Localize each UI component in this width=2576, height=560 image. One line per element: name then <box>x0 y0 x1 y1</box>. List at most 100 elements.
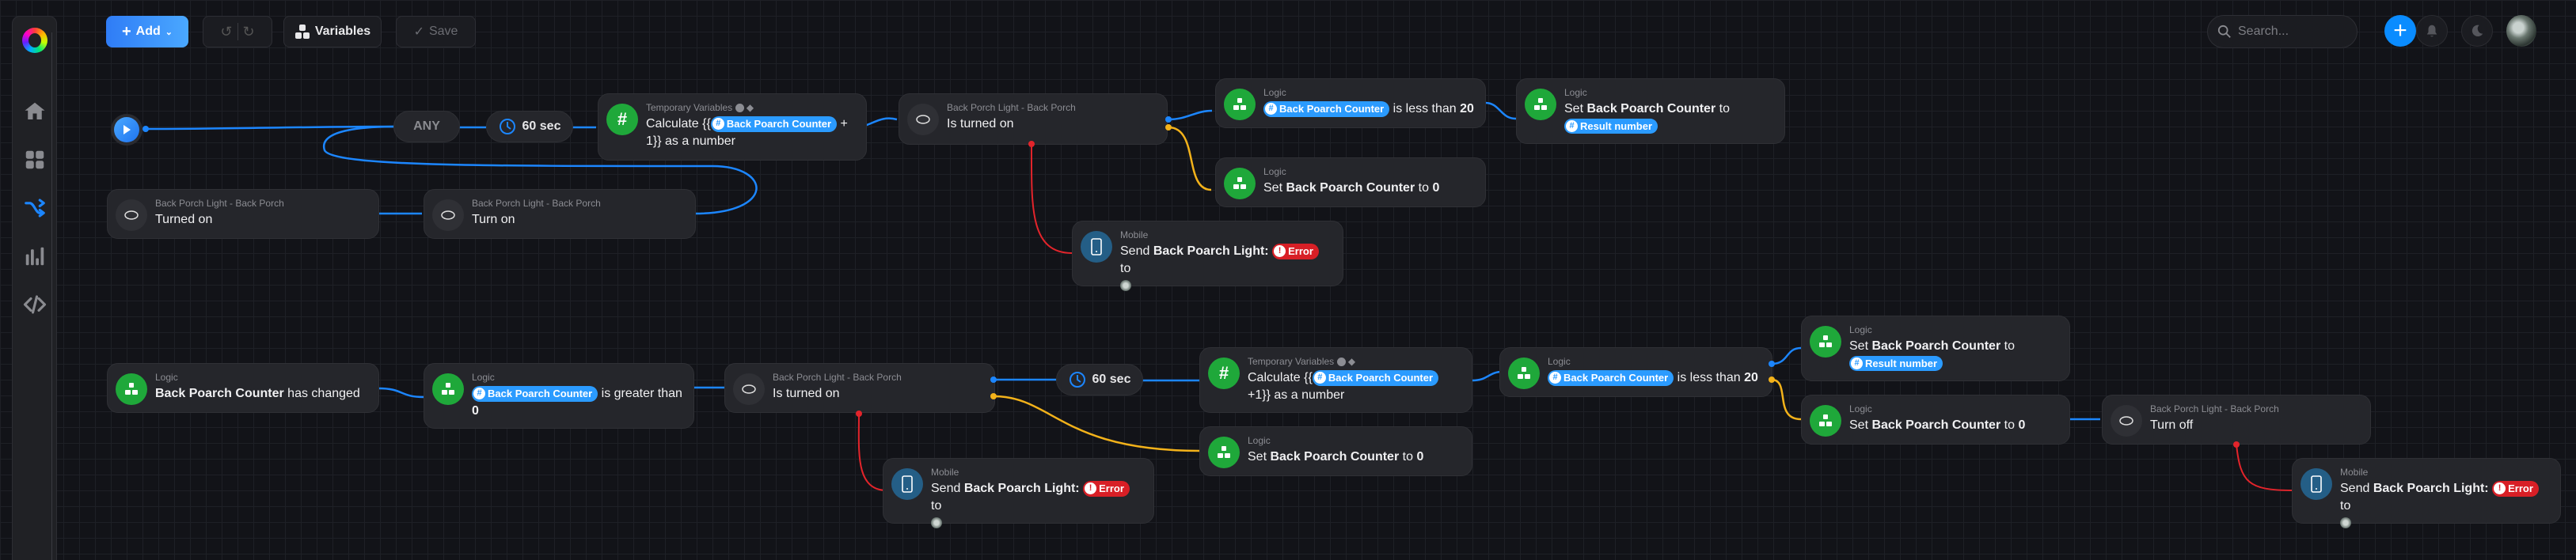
false-port[interactable] <box>1769 376 1775 383</box>
variable-chip[interactable]: #Back Poarch Counter <box>1263 100 1390 117</box>
phone-icon <box>2301 468 2332 500</box>
edge-less-setzero <box>1771 378 1802 421</box>
device-action-node[interactable]: Back Porch Light - Back Porch Turn off <box>2102 395 2371 445</box>
tag-icon[interactable]: ◆ <box>746 102 754 113</box>
false-port[interactable] <box>1165 124 1172 131</box>
logic-icon <box>1810 405 1841 437</box>
hash-icon: # <box>1208 358 1240 389</box>
error-chip[interactable]: !Error <box>2492 480 2539 497</box>
undo-redo-group: ↺ ↻ <box>203 16 272 47</box>
error-port[interactable] <box>1028 141 1035 147</box>
flow-start-button[interactable] <box>111 114 142 146</box>
logic-icon <box>1208 437 1240 468</box>
set-variable-node[interactable]: Logic Set Back Poarch Counter to 0 <box>1801 395 2070 445</box>
sidebar-scrollbar[interactable] <box>51 32 52 560</box>
variable-chip[interactable]: #Back Poarch Counter <box>1548 369 1674 386</box>
info-icon[interactable] <box>1336 358 1346 367</box>
device-condition-node[interactable]: Back Porch Light - Back Porch Is turned … <box>724 363 995 413</box>
warning-icon: ! <box>2494 482 2506 495</box>
error-port[interactable] <box>2233 441 2240 448</box>
user-avatar[interactable] <box>2506 15 2536 47</box>
sidebar-item-developer[interactable] <box>23 293 47 316</box>
variable-chip[interactable]: #Back Poarch Counter <box>1312 369 1439 386</box>
chevron-down-icon: ⌄ <box>165 27 173 37</box>
light-icon <box>2111 405 2142 437</box>
search-input[interactable] <box>2238 25 2349 39</box>
delay-node[interactable]: 60 sec <box>1056 364 1143 395</box>
home-icon <box>25 102 45 119</box>
edge-start-any <box>145 125 399 131</box>
logic-icon <box>1508 358 1540 389</box>
tag-icon[interactable]: ◆ <box>1347 356 1356 367</box>
logic-icon <box>116 373 147 405</box>
search-box <box>2207 15 2358 48</box>
sidebar-item-home[interactable] <box>23 100 47 123</box>
error-chip[interactable]: !Error <box>1083 480 1130 497</box>
sidebar <box>12 16 57 560</box>
variables-button[interactable]: Variables <box>283 16 382 47</box>
calculate-node[interactable]: # Temporary Variables ◆ Calculate {{#Bac… <box>598 93 867 161</box>
logic-icon <box>1224 168 1256 199</box>
redo-icon[interactable]: ↻ <box>242 23 255 40</box>
edge-ison-mobile <box>1030 142 1073 254</box>
edge-changed-greater <box>378 387 424 399</box>
delay-node[interactable]: 60 sec <box>486 111 573 142</box>
set-variable-node[interactable]: Logic Set Back Poarch Counter to 0 <box>1215 157 1486 207</box>
set-variable-node[interactable]: Logic Set Back Poarch Counter to#Result … <box>1801 316 2070 381</box>
sidebar-item-dashboard[interactable] <box>23 148 47 172</box>
true-port[interactable] <box>990 376 997 383</box>
logic-condition-node[interactable]: Logic #Back Poarch Counter is greater th… <box>424 363 694 429</box>
sidebar-item-insights[interactable] <box>23 244 47 268</box>
notifications-button[interactable] <box>2416 15 2448 47</box>
logic-condition-node[interactable]: Logic #Back Poarch Counter is less than … <box>1499 347 1772 397</box>
result-chip[interactable]: #Result number <box>1564 118 1658 134</box>
variables-icon <box>294 25 310 39</box>
edge-calc-less <box>1472 370 1503 382</box>
device-action-node[interactable]: Back Porch Light - Back Porch Turn on <box>424 189 696 239</box>
info-icon[interactable] <box>735 104 744 113</box>
calculate-node[interactable]: # Temporary Variables ◆ Calculate {{#Bac… <box>1199 347 1472 413</box>
variable-chip[interactable]: #Back Poarch Counter <box>472 385 598 402</box>
hash-icon: # <box>606 104 638 135</box>
warning-icon: ! <box>1274 245 1286 258</box>
edge-ison-setzero-a <box>993 395 1201 452</box>
variable-chip[interactable]: #Back Poarch Counter <box>710 115 838 132</box>
phone-icon <box>891 468 923 500</box>
edge-less-setresult <box>1771 346 1802 365</box>
clock-icon <box>499 119 515 134</box>
sidebar-item-flows[interactable] <box>23 196 47 220</box>
set-variable-node[interactable]: Logic Set Back Poarch Counter to#Result … <box>1516 78 1785 144</box>
add-button[interactable]: + Add ⌄ <box>106 16 188 47</box>
error-port[interactable] <box>856 411 862 417</box>
device-trigger-node[interactable]: Back Porch Light - Back Porch Turned on <box>107 189 379 239</box>
any-node[interactable]: ANY <box>393 111 460 142</box>
false-port[interactable] <box>990 393 997 399</box>
mobile-notification-node[interactable]: Mobile Send Back Poarch Light: !Error to <box>883 458 1154 528</box>
edge-ison-less <box>1168 109 1213 121</box>
app-logo[interactable] <box>22 28 47 53</box>
true-port[interactable] <box>1769 361 1775 367</box>
save-button[interactable]: ✓ Save <box>396 16 476 47</box>
error-chip[interactable]: !Error <box>1272 243 1319 259</box>
code-icon <box>23 295 47 314</box>
plus-icon: + <box>121 22 131 40</box>
variable-changed-trigger-node[interactable]: Logic Back Poarch Counter has changed <box>107 363 379 413</box>
edge-less-setresult <box>1484 101 1517 120</box>
logic-condition-node[interactable]: Logic #Back Poarch Counter is less than … <box>1215 78 1486 128</box>
logic-icon <box>1525 89 1556 120</box>
mobile-notification-node[interactable]: Mobile Send Back Poarch Light: !Error to <box>2292 458 2561 528</box>
device-condition-node[interactable]: Back Porch Light - Back Porch Is turned … <box>899 93 1168 145</box>
output-port[interactable] <box>142 126 149 132</box>
true-port[interactable] <box>1165 116 1172 123</box>
divider <box>237 23 238 40</box>
play-icon <box>123 125 131 134</box>
mobile-notification-node[interactable]: Mobile Send Back Poarch Light: !Error to <box>1072 221 1343 291</box>
create-button[interactable]: + <box>2384 15 2416 47</box>
set-variable-node[interactable]: Logic Set Back Poarch Counter to 0 <box>1199 426 1472 476</box>
check-icon: ✓ <box>413 25 424 39</box>
recipient-avatar <box>2340 516 2351 528</box>
undo-icon[interactable]: ↺ <box>220 23 233 40</box>
result-chip[interactable]: #Result number <box>1849 355 1943 372</box>
light-icon <box>907 104 939 135</box>
theme-toggle-button[interactable] <box>2461 15 2493 47</box>
